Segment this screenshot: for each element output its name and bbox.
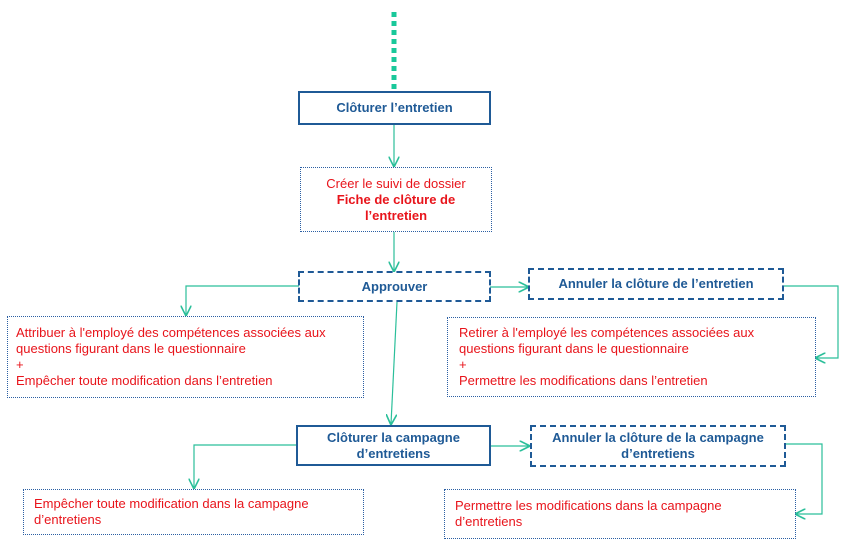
creer-suivi-node: Créer le suivi de dossier Fiche de clôtu… — [300, 167, 492, 232]
empecher-campagne-node: Empêcher toute modification dans la camp… — [23, 489, 364, 535]
empecher-campagne-line1: Empêcher toute modification dans la camp… — [34, 496, 309, 511]
arrow-annuler-campagne-to-permettre — [786, 443, 823, 514]
annuler-cloture-entretien-label: Annuler la clôture de l’entretien — [558, 276, 754, 291]
permettre-campagne-node: Permettre les modifications dans la camp… — [444, 489, 796, 539]
empecher-campagne-line2: d’entretiens — [34, 512, 102, 527]
cloturer-campagne-line2: d’entretiens — [356, 445, 431, 461]
creer-suivi-line2: Fiche de clôture de — [336, 191, 456, 207]
annuler-cloture-campagne-line2: d’entretiens — [621, 446, 695, 461]
annuler-cloture-campagne-line1: Annuler la clôture de la campagne — [552, 430, 764, 445]
retirer-line2: questions figurant dans le questionnaire — [459, 341, 689, 356]
cloturer-entretien-node: Clôturer l’entretien — [298, 91, 491, 125]
arrow-approuver-to-attribuer — [186, 285, 299, 315]
creer-suivi-line3: l’entretien — [364, 207, 428, 223]
arrow-campagne-to-empecher — [194, 444, 297, 488]
attribuer-line1: Attribuer à l'employé des compétences as… — [16, 325, 326, 340]
attribuer-line3: + — [16, 357, 24, 372]
retirer-node: Retirer à l'employé les compétences asso… — [447, 317, 816, 397]
cloturer-entretien-label: Clôturer l’entretien — [336, 100, 453, 115]
approuver-label: Approuver — [361, 278, 428, 294]
attribuer-line4: Empêcher toute modification dans l’entre… — [16, 373, 273, 388]
approuver-node: Approuver — [298, 271, 491, 302]
permettre-campagne-line1: Permettre les modifications dans la camp… — [455, 498, 722, 513]
creer-suivi-line1: Créer le suivi de dossier — [326, 175, 466, 191]
attribuer-line2: questions figurant dans le questionnaire — [16, 341, 246, 356]
attribuer-node: Attribuer à l'employé des compétences as… — [7, 316, 364, 398]
retirer-line1: Retirer à l'employé les compétences asso… — [459, 325, 755, 340]
cloturer-campagne-node: Clôturer la campagne d’entretiens — [296, 425, 491, 466]
annuler-cloture-entretien-node: Annuler la clôture de l’entretien — [528, 268, 784, 300]
retirer-line3: + — [459, 357, 467, 372]
annuler-cloture-campagne-node: Annuler la clôture de la campagne d’entr… — [530, 425, 786, 467]
arrow-annuler-to-retirer — [784, 285, 839, 358]
retirer-line4: Permettre les modifications dans l’entre… — [459, 373, 708, 388]
cloturer-campagne-line1: Clôturer la campagne — [327, 429, 460, 445]
arrow-approuver-to-campagne — [391, 301, 398, 424]
permettre-campagne-line2: d’entretiens — [455, 514, 523, 529]
